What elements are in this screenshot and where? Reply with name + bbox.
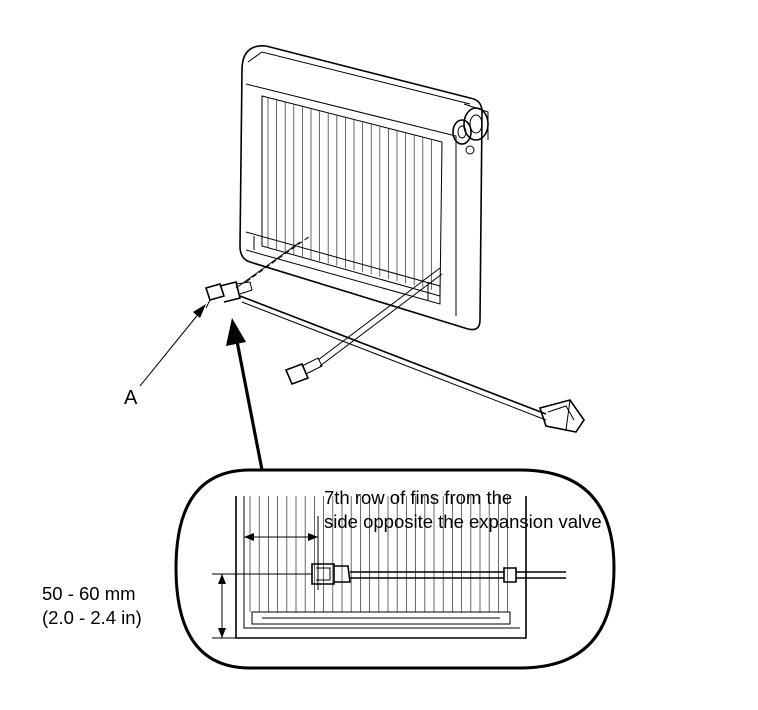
harness-connector bbox=[538, 399, 585, 433]
evaporator-core bbox=[239, 45, 489, 331]
detail-view bbox=[174, 468, 616, 670]
detail-note-line1: 7th row of fins from the bbox=[324, 487, 512, 508]
height-dimension bbox=[212, 573, 312, 639]
expansion-valve-fittings bbox=[452, 103, 489, 155]
callout-a: A bbox=[124, 304, 206, 409]
detail-arrow bbox=[226, 318, 264, 471]
fin-thermistor-harness bbox=[204, 235, 585, 433]
thermistor-a bbox=[204, 281, 253, 309]
core-fins bbox=[267, 98, 432, 290]
spare-sensor bbox=[284, 267, 443, 386]
callout-a-label: A bbox=[124, 387, 138, 409]
dimension-in-label: (2.0 - 2.4 in) bbox=[42, 607, 142, 628]
detail-fins bbox=[249, 496, 509, 612]
detail-sensor bbox=[311, 563, 566, 585]
detail-note-line2: side opposite the expansion valve bbox=[324, 511, 602, 532]
dimension-mm-label: 50 - 60 mm bbox=[42, 583, 136, 604]
seventh-row-dimension bbox=[244, 516, 319, 590]
